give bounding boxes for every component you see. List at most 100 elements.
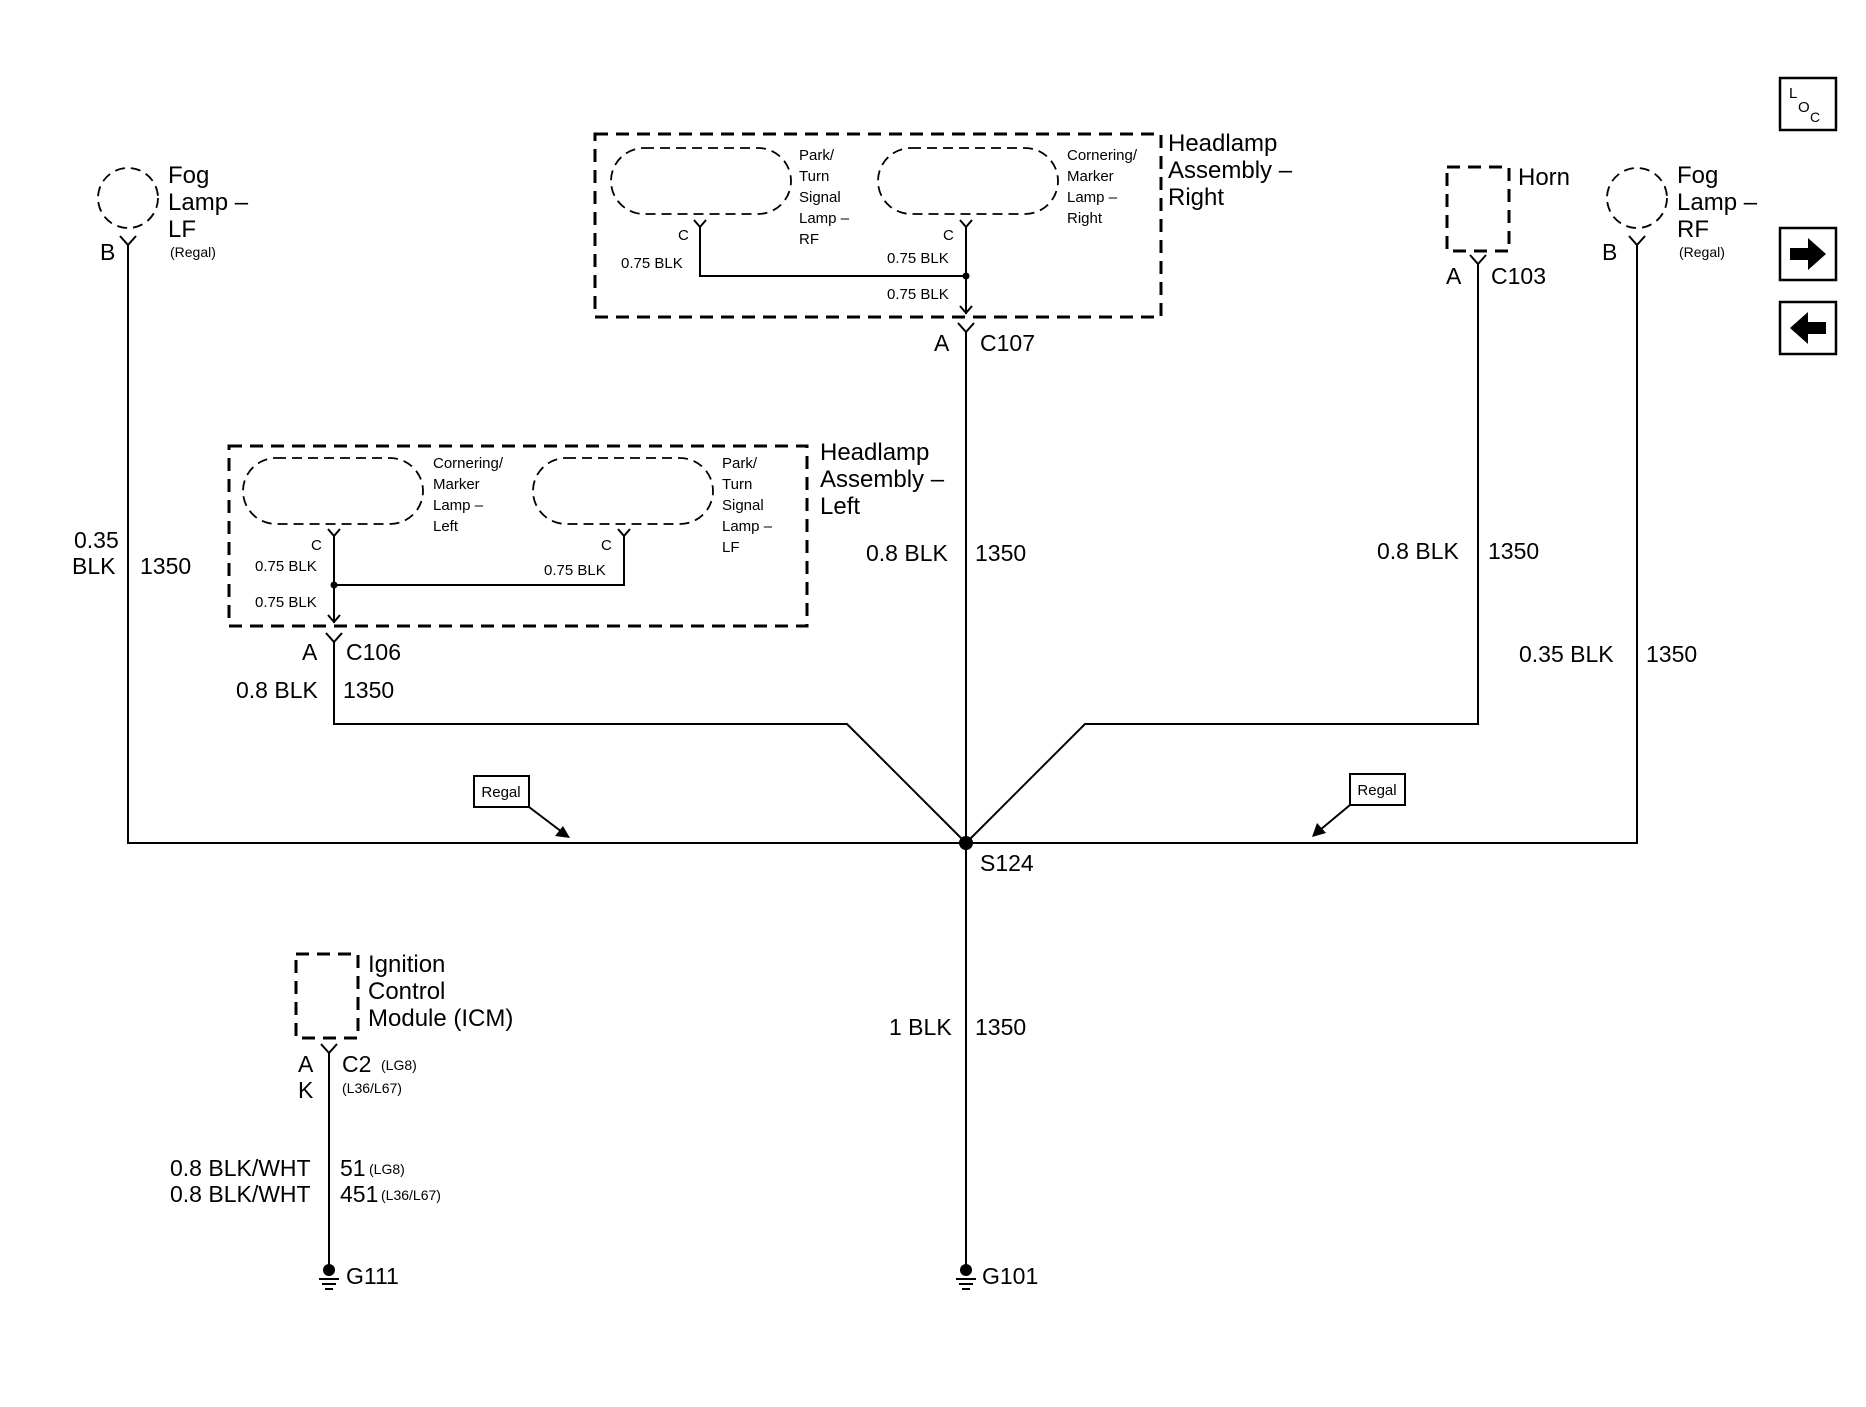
ground-g111: G111 (319, 1263, 399, 1290)
park-turn-lf-label-2: Turn (722, 476, 752, 493)
fog-rf-connector-icon (1628, 235, 1646, 247)
c2-connector: C2 (342, 1051, 371, 1077)
icm-gauge-1: 0.8 BLK/WHT (170, 1155, 311, 1181)
cornering-right-label-3: Lamp – (1067, 189, 1118, 206)
c107-connector: C107 (980, 330, 1035, 356)
c106-connector-icon (325, 632, 343, 644)
headlamp-left-wire-label: 0.75 BLK (255, 594, 317, 611)
c106-connector: C106 (346, 639, 401, 665)
park-turn-rf-label-5: RF (799, 231, 819, 248)
cornering-right-pin: C (943, 227, 954, 244)
c106-gauge: 0.8 BLK (236, 677, 318, 703)
arrow-right-icon (1790, 238, 1826, 270)
arrow-down-right-icon (555, 826, 570, 838)
fog-lf-gauge-1: 0.35 (74, 527, 119, 553)
fog-lf-label-2: Lamp – (168, 189, 249, 216)
c2-connector-icon (320, 1043, 338, 1055)
cornering-right-wire-label: 0.75 BLK (887, 250, 949, 267)
g101-label: G101 (982, 1263, 1038, 1289)
c107-connector-icon (957, 322, 975, 334)
option-tag-right: Regal (1312, 773, 1406, 837)
headlamp-assembly-right: Headlamp Assembly – Right Park/ Turn Sig… (593, 130, 1293, 356)
ground-icon (956, 1278, 976, 1290)
headlamp-right-wire-label: 0.75 BLK (887, 286, 949, 303)
cornering-right-label-1: Cornering/ (1067, 147, 1138, 164)
cornering-left-pin: C (311, 537, 322, 554)
headlamp-right-internal-wire (699, 227, 966, 277)
cornering-left-wire-label: 0.75 BLK (255, 558, 317, 575)
c2-note-1: (LG8) (381, 1057, 417, 1073)
icm-pin-k: K (298, 1077, 314, 1103)
fog-lf-note: (Regal) (170, 244, 216, 260)
fog-lf-circuit: 1350 (140, 553, 191, 579)
ignition-control-module: Ignition Control Module (ICM) A K C2 (LG… (294, 951, 513, 1103)
fog-rf-wire (966, 245, 1638, 844)
horn-gauge: 0.8 BLK (1377, 538, 1459, 564)
fog-rf-circuit: 1350 (1646, 641, 1697, 667)
headlamp-left-label-2: Assembly – (820, 466, 945, 493)
loc-letter-o: O (1798, 99, 1810, 116)
c107-circuit: 1350 (975, 540, 1026, 566)
park-turn-rf-label-1: Park/ (799, 147, 835, 164)
ground-circuit: 1350 (975, 1014, 1026, 1040)
cornering-left-label-4: Left (433, 518, 459, 535)
splice-label: S124 (980, 850, 1034, 876)
icm-circuit-2-note: (L36/L67) (381, 1187, 441, 1203)
icm-label-3: Module (ICM) (368, 1005, 513, 1032)
c107-pin: A (934, 330, 950, 356)
icm-label-2: Control (368, 978, 445, 1005)
fog-rf-label-3: RF (1677, 216, 1709, 243)
c2-note-2: (L36/L67) (342, 1080, 402, 1096)
fog-lamp-rf: Fog Lamp – RF (Regal) B (1602, 162, 1758, 265)
icm-circuit-1-note: (LG8) (369, 1161, 405, 1177)
arrow-down-left-icon (1312, 823, 1326, 837)
cornering-marker-lamp-right (877, 147, 1059, 215)
fog-lamp-lf: Fog Lamp – LF (Regal) B (97, 162, 249, 265)
splice-s124: S124 (959, 836, 1034, 876)
icm-circuit-1: 51 (340, 1155, 366, 1181)
c106-wire (333, 642, 967, 844)
cornering-left-label-1: Cornering/ (433, 455, 504, 472)
loc-letter-c: C (1810, 109, 1820, 125)
park-turn-rf-wire-label: 0.75 BLK (621, 255, 683, 272)
horn-label: Horn (1518, 164, 1570, 191)
park-turn-lf-wire-label: 0.75 BLK (544, 562, 606, 579)
fog-rf-note: (Regal) (1679, 244, 1725, 260)
ground-g101: G101 (956, 1263, 1038, 1290)
loc-letter-l: L (1789, 85, 1797, 102)
park-turn-lf-label-5: LF (722, 539, 740, 556)
fog-lf-gauge-2: BLK (72, 553, 116, 579)
park-turn-lf-label-1: Park/ (722, 455, 758, 472)
prev-page-button[interactable] (1778, 300, 1838, 356)
fog-rf-gauge: 0.35 BLK (1519, 641, 1614, 667)
park-turn-lf-label-4: Lamp – (722, 518, 773, 535)
horn: Horn A C103 (1445, 164, 1570, 289)
horn-wire (965, 264, 1479, 844)
option-tag-left-label: Regal (481, 784, 520, 801)
park-turn-rf-pin: C (678, 227, 689, 244)
next-page-button[interactable] (1778, 226, 1838, 282)
icm-circuit-2: 451 (340, 1181, 378, 1207)
headlamp-right-label-1: Headlamp (1168, 130, 1277, 157)
park-turn-rf-label-3: Signal (799, 189, 841, 206)
park-turn-lf-label-3: Signal (722, 497, 764, 514)
c107-gauge: 0.8 BLK (866, 540, 948, 566)
park-turn-rf-label-2: Turn (799, 168, 829, 185)
horn-circuit: 1350 (1488, 538, 1539, 564)
park-turn-rf-label-4: Lamp – (799, 210, 850, 227)
cornering-left-label-2: Marker (433, 476, 480, 493)
horn-pin: A (1446, 263, 1462, 289)
cornering-right-label-4: Right (1067, 210, 1103, 227)
park-turn-lamp-lf (532, 457, 714, 525)
g111-label: G111 (346, 1263, 399, 1289)
loc-button[interactable]: L O C (1778, 76, 1838, 132)
icm-gauge-2: 0.8 BLK/WHT (170, 1181, 311, 1207)
wiring-harness (127, 245, 1638, 1270)
cornering-left-label-3: Lamp – (433, 497, 484, 514)
arrow-left-icon (1790, 312, 1826, 344)
c106-circuit: 1350 (343, 677, 394, 703)
cornering-marker-lamp-left (242, 457, 424, 525)
ground-gauge: 1 BLK (889, 1014, 952, 1040)
wire-labels: 0.35 BLK 1350 0.8 BLK 1350 0.8 BLK 1350 … (72, 527, 1697, 1207)
